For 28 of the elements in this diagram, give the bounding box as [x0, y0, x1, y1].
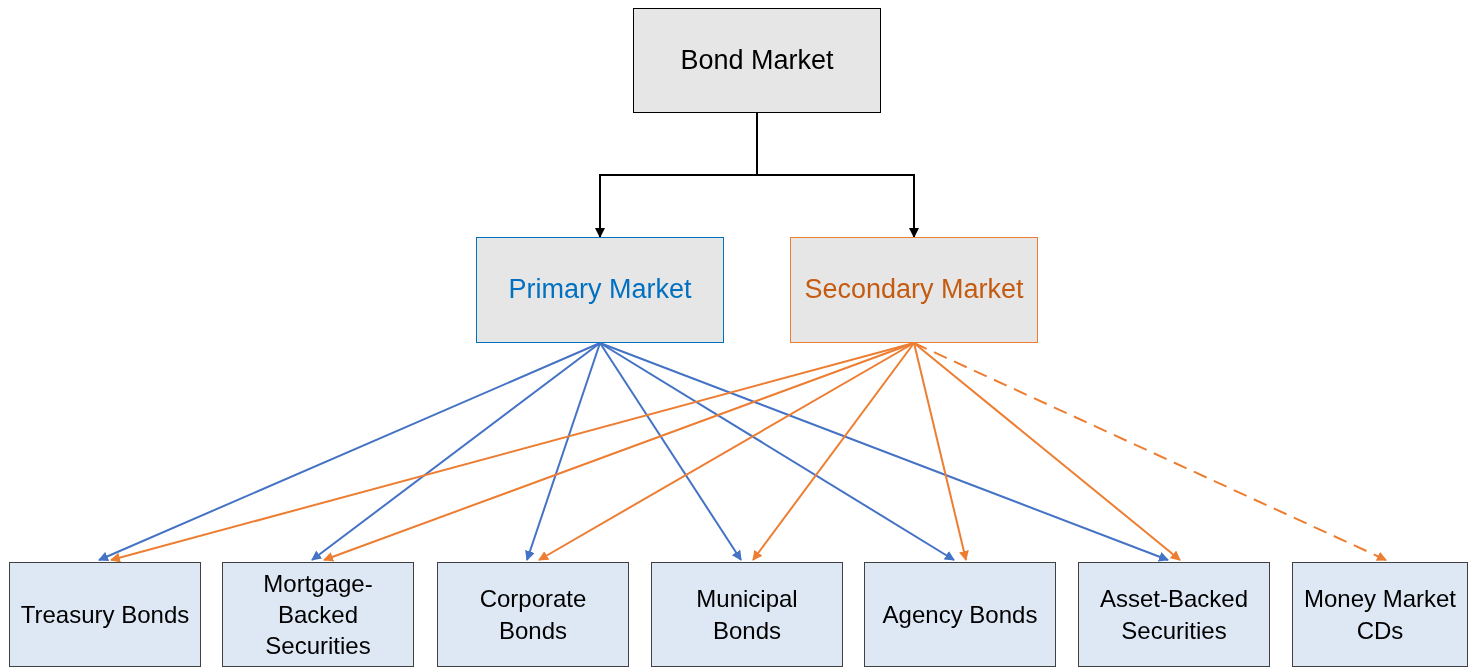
category-box [1078, 562, 1270, 667]
arrow [599, 342, 742, 561]
box-label: Municipal Bonds [695, 584, 799, 646]
category-box [9, 562, 201, 667]
box-label: Treasury Bonds [20, 599, 190, 630]
box-label: Money Market CDs [1303, 584, 1457, 646]
arrow [913, 342, 969, 561]
arrow [311, 342, 601, 561]
arrow [525, 342, 601, 561]
box-label: Primary Market [508, 273, 692, 307]
arrow [599, 342, 955, 561]
box-label: Agency Bonds [882, 599, 1038, 630]
category-box [864, 562, 1056, 667]
arrow [913, 342, 1181, 561]
category-box [437, 562, 629, 667]
category-box [790, 237, 1038, 343]
category-box [476, 237, 724, 343]
box-label: Corporate Bonds [478, 584, 588, 646]
category-box [1292, 562, 1468, 667]
box-label: Mortgage-Backed Securities [262, 568, 374, 662]
arrow [752, 342, 915, 561]
category-box [633, 8, 881, 113]
box-label: Asset-Backed Securities [1098, 584, 1250, 646]
box-label: Bond Market [680, 43, 834, 77]
category-box [222, 562, 414, 667]
category-box [651, 562, 843, 667]
arrow [538, 342, 915, 561]
box-label: Secondary Market [804, 273, 1024, 307]
